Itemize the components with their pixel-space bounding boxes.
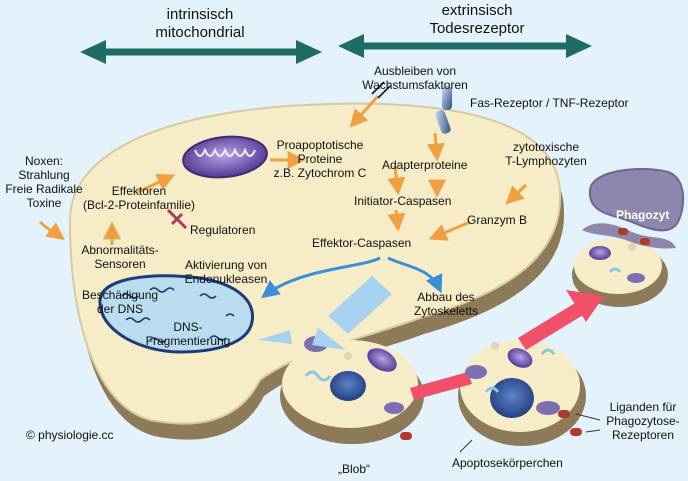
blob-mitochondrion bbox=[367, 348, 397, 372]
regulatoren-label: Regulatoren bbox=[190, 223, 256, 237]
endonuclease-label: Aktivierung von Endonukleasen bbox=[184, 258, 268, 286]
ausbleiben-label: Ausbleiben von Wachstumsfaktoren bbox=[362, 64, 468, 92]
blob-connector bbox=[410, 372, 472, 400]
noxen-label: Noxen: Strahlung Freie Radikale Toxine bbox=[5, 154, 83, 210]
lymphocyte-label: zytotoxische T-Lymphozyten bbox=[505, 140, 587, 168]
ligand-markers bbox=[400, 228, 650, 440]
dna-damage-label: Beschädigung der DNS bbox=[82, 288, 159, 316]
blob-nucleus bbox=[330, 371, 366, 401]
body-nucleus bbox=[490, 378, 534, 418]
engulf-arrow bbox=[518, 290, 604, 350]
intrinsic-heading: intrinsisch mitochondrial bbox=[155, 6, 245, 41]
apoptotic-body-label: Apoptosekörperchen bbox=[452, 456, 563, 470]
extrinsic-heading: extrinsisch Todesrezeptor bbox=[429, 2, 525, 37]
initiator-label: Initiator-Caspasen bbox=[354, 194, 452, 208]
blocked-signal-icon bbox=[371, 81, 391, 99]
phagocyte-arm bbox=[582, 223, 676, 249]
signal-arrows bbox=[38, 94, 528, 245]
engulfed-mitochondrion bbox=[589, 246, 611, 260]
dna-fragmentation-label: DNS- Fragmentierung bbox=[145, 320, 231, 348]
cytoskeleton-label: Abbau des Zytoskeletts bbox=[413, 290, 479, 318]
granzym-label: Granzym B bbox=[467, 213, 528, 227]
vesicles bbox=[344, 243, 636, 360]
ligand-label: Liganden für Phagozytose- Rezeptoren bbox=[606, 400, 680, 442]
regulator-inhibitor-icon bbox=[166, 208, 188, 230]
effektoren-label: Effektoren (Bcl-2-Proteinfamilie) bbox=[82, 184, 196, 212]
body-mitochondrion bbox=[507, 348, 533, 368]
proapoptotic-label: Proapoptotische Proteine z.B. Zytochrom … bbox=[273, 138, 367, 180]
fas-label: Fas-Rezeptor / TNF-Rezeptor bbox=[470, 96, 629, 110]
abnormality-sensor-label: Abnormalitäts- Sensoren bbox=[81, 243, 159, 271]
extrinsic-arrow bbox=[338, 34, 592, 58]
phagocyte bbox=[588, 168, 685, 232]
blob-label: „Blob“ bbox=[338, 462, 371, 476]
adapter-label: Adapterproteine bbox=[382, 158, 468, 172]
fas-receptor bbox=[435, 86, 452, 134]
light-blue-pointers bbox=[258, 276, 392, 350]
mitochondrion bbox=[182, 135, 268, 179]
er-fragments bbox=[304, 267, 622, 393]
phagocyte-label: Phagozyt bbox=[616, 208, 670, 222]
copyright: © physiologie.cc bbox=[26, 428, 114, 442]
intrinsic-arrow bbox=[80, 40, 322, 64]
effector-caspase-label: Effektor-Caspasen bbox=[312, 236, 412, 250]
ligand-pointers bbox=[459, 413, 601, 453]
fragmented-nucleus bbox=[98, 274, 254, 354]
dna-fragments bbox=[121, 287, 235, 343]
blue-arrows bbox=[261, 256, 443, 299]
